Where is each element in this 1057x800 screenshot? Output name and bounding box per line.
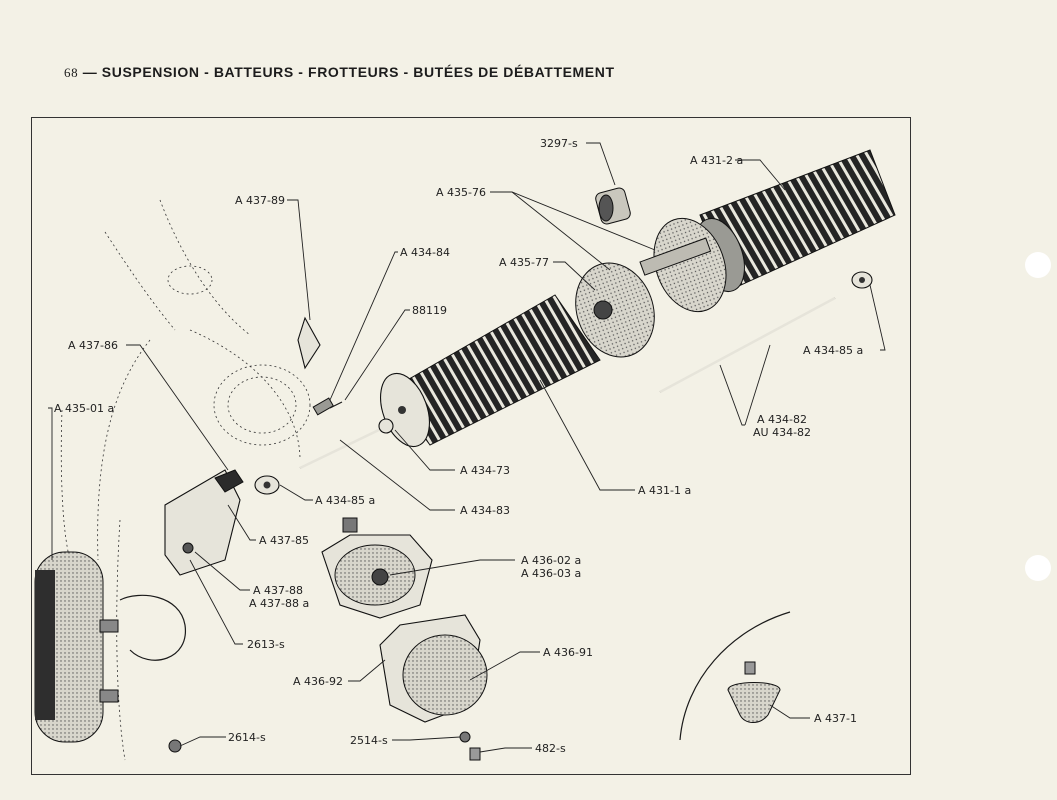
part-label-a435-01a: A 435-01 a bbox=[54, 402, 114, 415]
part-label-a436-02a: A 436-02 a bbox=[521, 554, 581, 567]
nut-2614 bbox=[168, 739, 182, 753]
part-label-482-s: 482-s bbox=[535, 742, 566, 755]
shock-cover bbox=[379, 614, 488, 761]
part-label-a437-86: A 437-86 bbox=[68, 339, 118, 352]
binder-hole-top bbox=[1025, 252, 1051, 278]
part-label-3297-s: 3297-s bbox=[540, 137, 578, 150]
cup-lower bbox=[575, 262, 655, 358]
part-labels: 3297-s A 431-2 a A 437-89 A 435-76 A 434… bbox=[54, 137, 863, 755]
part-label-2514-s: 2514-s bbox=[350, 734, 388, 747]
page-title: — SUSPENSION - BATTEURS - FROTTEURS - BU… bbox=[82, 64, 615, 80]
part-label-a435-76: A 435-76 bbox=[436, 186, 486, 199]
part-label-a436-03a: A 436-03 a bbox=[521, 567, 581, 580]
shock-housing bbox=[321, 517, 433, 619]
body-outline bbox=[60, 199, 311, 761]
part-label-a436-92: A 436-92 bbox=[293, 675, 343, 688]
part-label-a437-89: A 437-89 bbox=[235, 194, 285, 207]
part-label-a434-85a-right: A 434-85 a bbox=[803, 344, 863, 357]
part-label-a434-84: A 434-84 bbox=[400, 246, 450, 259]
cylinder bbox=[34, 551, 186, 743]
part-label-a434-83: A 434-83 bbox=[460, 504, 510, 517]
leader-lines bbox=[48, 142, 886, 753]
part-label-2614-s: 2614-s bbox=[228, 731, 266, 744]
part-label-a434-82: A 434-82 bbox=[757, 413, 807, 426]
part-label-a431-1a: A 431-1 a bbox=[638, 484, 691, 497]
page-header: 68 — SUSPENSION - BATTEURS - FROTTEURS -… bbox=[64, 64, 615, 81]
part-label-a437-88a: A 437-88 a bbox=[249, 597, 309, 610]
spring-lower bbox=[380, 294, 601, 448]
part-label-a437-1: A 437-1 bbox=[814, 712, 857, 725]
part-label-au434-82: AU 434-82 bbox=[753, 426, 811, 439]
part-label-a437-88: A 437-88 bbox=[253, 584, 303, 597]
illustration-frame bbox=[31, 117, 911, 775]
eye-fittings bbox=[254, 271, 873, 495]
part-label-a431-2a: A 431-2 a bbox=[690, 154, 743, 167]
bump-stop bbox=[679, 611, 791, 741]
part-label-88119: 88119 bbox=[412, 304, 447, 317]
cup-upper bbox=[639, 217, 727, 313]
part-label-a435-77: A 435-77 bbox=[499, 256, 549, 269]
small-parts bbox=[297, 316, 343, 416]
rods bbox=[299, 296, 836, 470]
page-number: 68 bbox=[64, 65, 79, 80]
part-label-2613-s: 2613-s bbox=[247, 638, 285, 651]
sleeve bbox=[595, 187, 631, 225]
part-label-a434-85a-left: A 434-85 a bbox=[315, 494, 375, 507]
part-label-a436-91: A 436-91 bbox=[543, 646, 593, 659]
part-label-a434-73: A 434-73 bbox=[460, 464, 510, 477]
bracket bbox=[164, 469, 244, 576]
part-label-a437-85: A 437-85 bbox=[259, 534, 309, 547]
binder-hole-bottom bbox=[1025, 555, 1051, 581]
